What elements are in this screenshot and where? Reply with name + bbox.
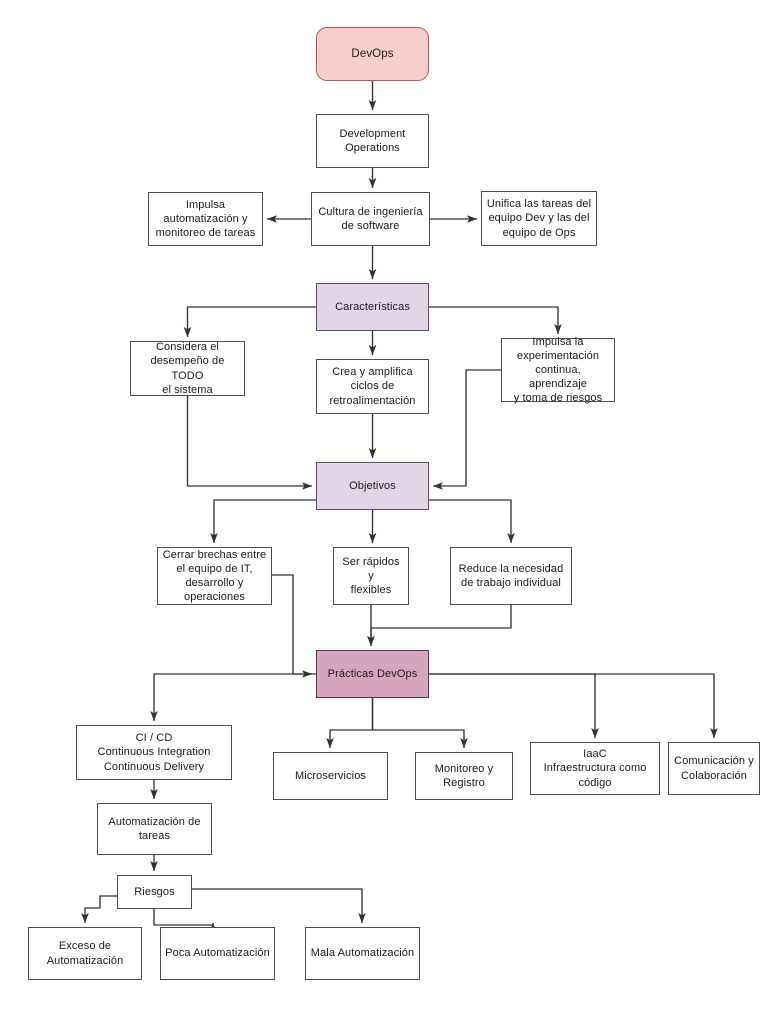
edge-practicas-monitoreo [371, 698, 468, 749]
node-mala-automatizacion[interactable]: Mala Automatización [305, 927, 420, 980]
node-ser-rapidos-flexibles[interactable]: Ser rápidos y flexibles [333, 547, 409, 605]
node-monitoreo-registro-label: Monitoreo y Registro [434, 762, 494, 789]
edge-practicas-microservicios [326, 698, 374, 749]
node-ser-rapidos-flexibles-label: Ser rápidos y flexibles [342, 555, 400, 597]
edge-cerrar-brechas-practicas [272, 574, 313, 678]
node-development-operations[interactable]: Development Operations [316, 114, 429, 168]
node-cultura-ingenieria[interactable]: Cultura de ingeniería de software [311, 192, 430, 246]
node-exceso-automatizacion[interactable]: Exceso de Automatización [28, 927, 142, 980]
edge-practicas-comunicacion [429, 673, 718, 739]
node-automatizacion-tareas-label: Automatización de tareas [108, 815, 201, 842]
node-impulsa-automatizacion[interactable]: Impulsa automatización y monitoreo de ta… [148, 192, 263, 246]
node-poca-automatizacion-label: Poca Automatización [165, 947, 270, 960]
node-crea-amplifica-ciclos[interactable]: Crea y amplifica ciclos de retroalimenta… [316, 359, 429, 414]
node-impulsa-experimentacion[interactable]: Impulsa la experimentación continua, apr… [501, 335, 615, 405]
node-iaac-label: IaaC Infraestructura como código [543, 748, 647, 789]
node-devops[interactable]: DevOps [316, 27, 429, 81]
node-unifica-tareas[interactable]: Unifica las tareas del equipo Dev y las … [481, 191, 597, 246]
node-riesgos[interactable]: Riesgos [117, 875, 192, 909]
node-cerrar-brechas-label: Cerrar brechas entre el equipo de IT, de… [162, 548, 267, 604]
node-caracteristicas[interactable]: Características [316, 283, 429, 331]
node-impulsa-experimentacion-label: Impulsa la experimentación continua, apr… [513, 335, 603, 405]
edge-riesgos-poca [153, 909, 217, 933]
edge-caracteristicas-experimentacion [429, 306, 562, 335]
edge-practicas-cicd [150, 673, 316, 722]
node-riesgos-label: Riesgos [134, 885, 175, 898]
node-exceso-automatizacion-label: Exceso de Automatización [46, 940, 124, 967]
node-considera-desempeno[interactable]: Considera el desempeño de TODO el sistem… [130, 341, 245, 396]
node-automatizacion-tareas[interactable]: Automatización de tareas [97, 803, 212, 855]
node-practicas-devops-label: Prácticas DevOps [327, 667, 418, 680]
edge-objetivos-reduce [429, 499, 515, 544]
node-devops-label: DevOps [351, 47, 394, 60]
edge-caracteristicas-considera [183, 306, 316, 338]
edge-riesgos-mala [192, 888, 366, 924]
edge-reduce-practicas [367, 605, 512, 647]
edge-considera-objetivos [186, 396, 313, 490]
node-poca-automatizacion[interactable]: Poca Automatización [160, 927, 275, 980]
node-impulsa-automatizacion-label: Impulsa automatización y monitoreo de ta… [155, 198, 256, 240]
node-ci-cd[interactable]: CI / CD Continuous Integration Continuou… [76, 725, 232, 780]
node-mala-automatizacion-label: Mala Automatización [310, 947, 415, 960]
node-ci-cd-label: CI / CD Continuous Integration Continuou… [97, 732, 211, 773]
node-objetivos[interactable]: Objetivos [316, 462, 429, 510]
node-cerrar-brechas[interactable]: Cerrar brechas entre el equipo de IT, de… [157, 547, 272, 605]
node-microservicios-label: Microservicios [294, 769, 367, 782]
node-microservicios[interactable]: Microservicios [273, 752, 388, 800]
edge-practicas-iaac [429, 673, 599, 739]
node-monitoreo-registro[interactable]: Monitoreo y Registro [415, 752, 513, 800]
edge-riesgos-exceso [81, 895, 117, 924]
node-reduce-trabajo-individual[interactable]: Reduce la necesidad de trabajo individua… [450, 547, 572, 605]
node-iaac[interactable]: IaaC Infraestructura como código [530, 742, 660, 795]
node-considera-desempeno-label: Considera el desempeño de TODO el sistem… [150, 341, 225, 396]
node-caracteristicas-label: Características [335, 300, 410, 313]
node-comunicacion-colaboracion-label: Comunicación y Colaboración [674, 755, 754, 782]
node-practicas-devops[interactable]: Prácticas DevOps [316, 650, 429, 698]
edge-experimentacion-objetivos [432, 369, 501, 490]
node-cultura-ingenieria-label: Cultura de ingeniería de software [318, 205, 423, 232]
node-unifica-tareas-label: Unifica las tareas del equipo Dev y las … [486, 198, 592, 239]
node-objetivos-label: Objetivos [349, 479, 396, 492]
node-crea-amplifica-ciclos-label: Crea y amplifica ciclos de retroalimenta… [329, 366, 416, 407]
node-reduce-trabajo-individual-label: Reduce la necesidad de trabajo individua… [458, 562, 564, 589]
node-comunicacion-colaboracion[interactable]: Comunicación y Colaboración [668, 742, 760, 795]
node-development-operations-label: Development Operations [339, 127, 406, 154]
edge-objetivos-cerrar-brechas [210, 499, 316, 544]
